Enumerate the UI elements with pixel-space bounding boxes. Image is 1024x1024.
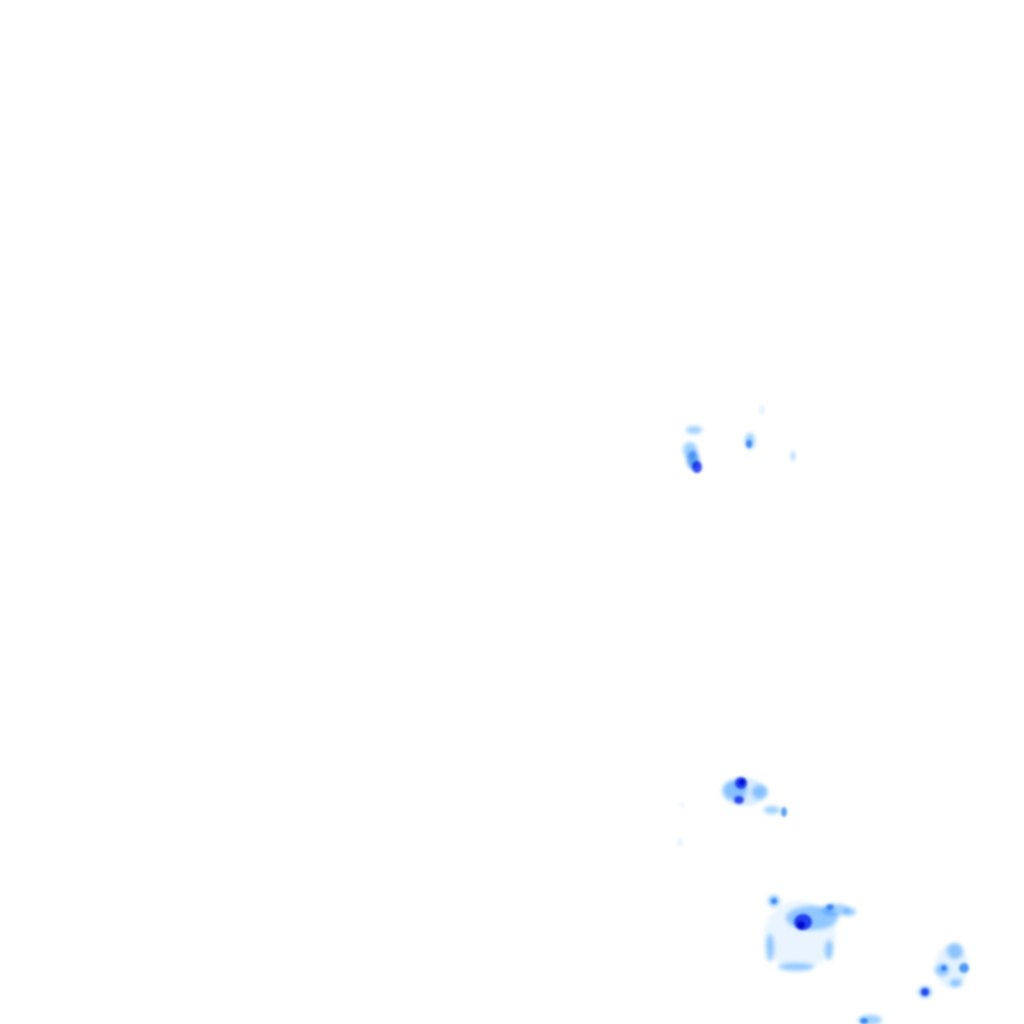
radar-echo-very-light [680,803,684,807]
radar-echo-medium [959,963,969,973]
radar-echo-light [752,785,768,799]
radar-echo-light [686,426,702,434]
radar-echo-light [766,934,774,962]
radar-echo-light [778,963,814,971]
radar-echo-medium [826,904,834,910]
radar-echo-light [950,979,962,987]
radar-echo-cluster-south-east [918,943,969,998]
radar-echo-light [844,908,856,916]
radar-echo-heavy [921,988,929,996]
radar-echo-light [947,943,963,959]
radar-echo-cluster-north [683,405,795,473]
radar-echo-light [764,806,780,814]
radar-echo-very-heavy [739,779,745,785]
radar-echo-medium [941,965,947,971]
radar-echo-light [791,451,795,461]
radar-echo-very-light [760,405,764,415]
radar-echo-cluster-central-south [678,777,787,846]
radar-echo-very-light [678,838,682,846]
radar-echo-very-heavy [797,921,805,929]
radar-echo-medium [781,807,787,817]
radar-echo-medium [746,440,752,448]
radar-echo-heavy [734,796,744,804]
radar-echo-light [825,940,833,960]
radar-echo-heavy [692,461,702,473]
radar-echo-medium [860,1018,868,1024]
radar-echo-medium [771,898,777,904]
radar-echo-cluster-south [764,895,882,1024]
